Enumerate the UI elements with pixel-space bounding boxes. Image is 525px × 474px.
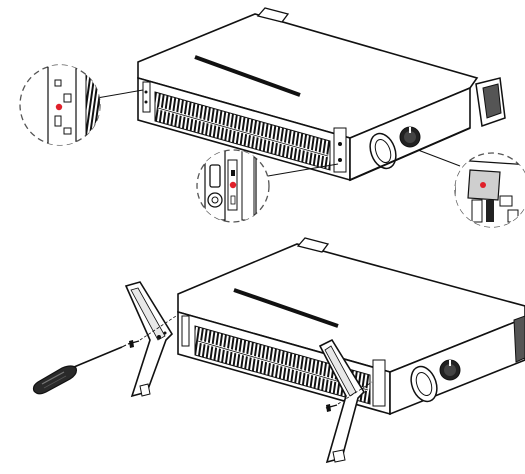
mounting-hole-marker-left <box>55 103 63 111</box>
top-handle-tab <box>256 7 290 23</box>
screwdriver-shaft <box>73 346 123 368</box>
screw-left <box>127 340 140 348</box>
center-mounting-hole-detail <box>196 149 270 223</box>
control-knob-icon <box>439 359 461 381</box>
leader-right <box>417 149 461 167</box>
foot-bracket-icon <box>124 281 174 398</box>
right-bracket-slot <box>333 127 347 173</box>
heater2-top-vent-slot <box>233 288 339 328</box>
control-knob-icon <box>399 126 421 148</box>
foot-right <box>318 338 366 464</box>
screwdriver-icon <box>32 344 127 395</box>
foot-left <box>124 281 174 398</box>
screwdriver-handle <box>32 365 77 395</box>
leader-left <box>96 89 144 99</box>
step-1-heater <box>96 7 506 182</box>
leader-center <box>267 163 339 177</box>
mounting-hole-marker-center <box>229 181 237 189</box>
top-vent-slot <box>194 55 301 97</box>
left-bracket-slot <box>142 81 151 113</box>
foot-bracket-icon <box>318 338 366 464</box>
mounting-hole-marker-right <box>480 182 486 188</box>
screw-icon <box>127 315 177 348</box>
screw-right <box>325 404 338 412</box>
left-mounting-hole-detail <box>19 64 101 146</box>
step-2-heater <box>177 237 525 416</box>
right-mounting-hole-detail <box>454 152 525 228</box>
screw-icon <box>325 381 373 412</box>
